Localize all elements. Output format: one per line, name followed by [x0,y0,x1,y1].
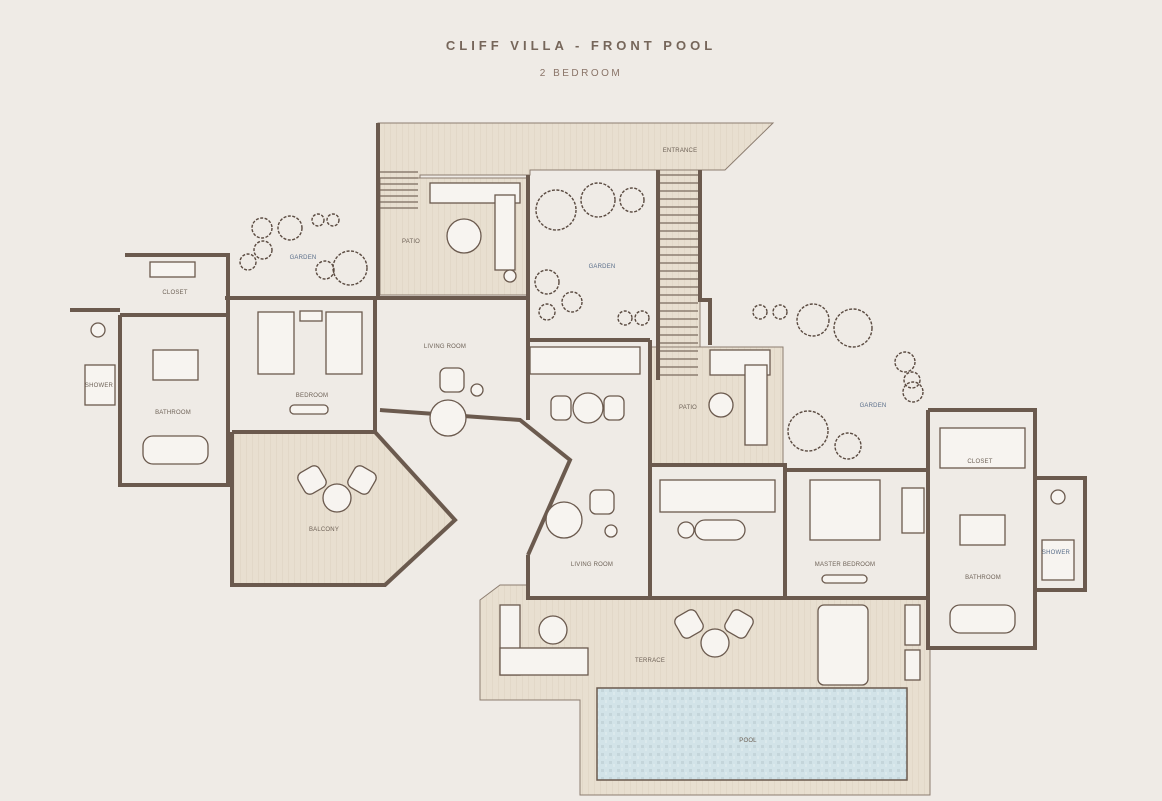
tree-icon [634,310,650,326]
tree-icon [894,351,916,373]
label-closet-right: CLOSET [967,459,992,465]
label-bathroom-left: BATHROOM [155,410,191,416]
tree-icon [787,410,829,452]
tree-icon [253,240,273,260]
tree-icon [277,215,303,241]
tree-icon [315,260,335,280]
stairs [380,171,698,376]
label-pool: POOL [739,738,757,744]
label-master-bedroom: MASTER BEDROOM [815,562,875,568]
tree-icon [833,308,873,348]
tree-icon [834,432,862,460]
label-closet-left: CLOSET [162,290,187,296]
furniture [84,182,1075,686]
tree-icon [534,269,560,295]
label-entrance: ENTRANCE [663,148,698,154]
tree-icon [239,253,257,271]
tree-icon [772,304,788,320]
label-patio-right: PATIO [679,405,697,411]
label-living-room-bottom: LIVING ROOM [571,562,613,568]
tree-icon [796,303,830,337]
tree-icon [332,250,368,286]
tree-icon [902,381,924,403]
label-bathroom-right: BATHROOM [965,575,1001,581]
label-bedroom: BEDROOM [296,393,328,399]
tree-icon [326,213,340,227]
tree-icon [561,291,583,313]
tree-icon [617,310,633,326]
label-garden-right: GARDEN [860,403,887,409]
plan-title: CLIFF VILLA - FRONT POOL [445,38,717,53]
label-garden-left: GARDEN [290,255,317,261]
label-garden-center: GARDEN [589,264,616,270]
label-patio-top: PATIO [402,239,420,245]
tree-icon [619,187,645,213]
label-balcony: BALCONY [309,527,339,533]
pool [596,687,908,781]
label-living-room-top: LIVING ROOM [424,344,466,350]
tree-icon [580,182,616,218]
plan-subtitle: 2 BEDROOM [539,68,623,79]
tree-icon [538,303,556,321]
tree-icon [251,217,273,239]
label-shower-right: SHOWER [1042,550,1071,556]
tree-icon [311,213,325,227]
tree-icon [752,304,768,320]
label-terrace: TERRACE [635,658,665,664]
tree-icon [535,189,577,231]
garden-trees [239,182,924,460]
label-shower-left: SHOWER [85,383,114,389]
tree-icon [903,371,921,389]
